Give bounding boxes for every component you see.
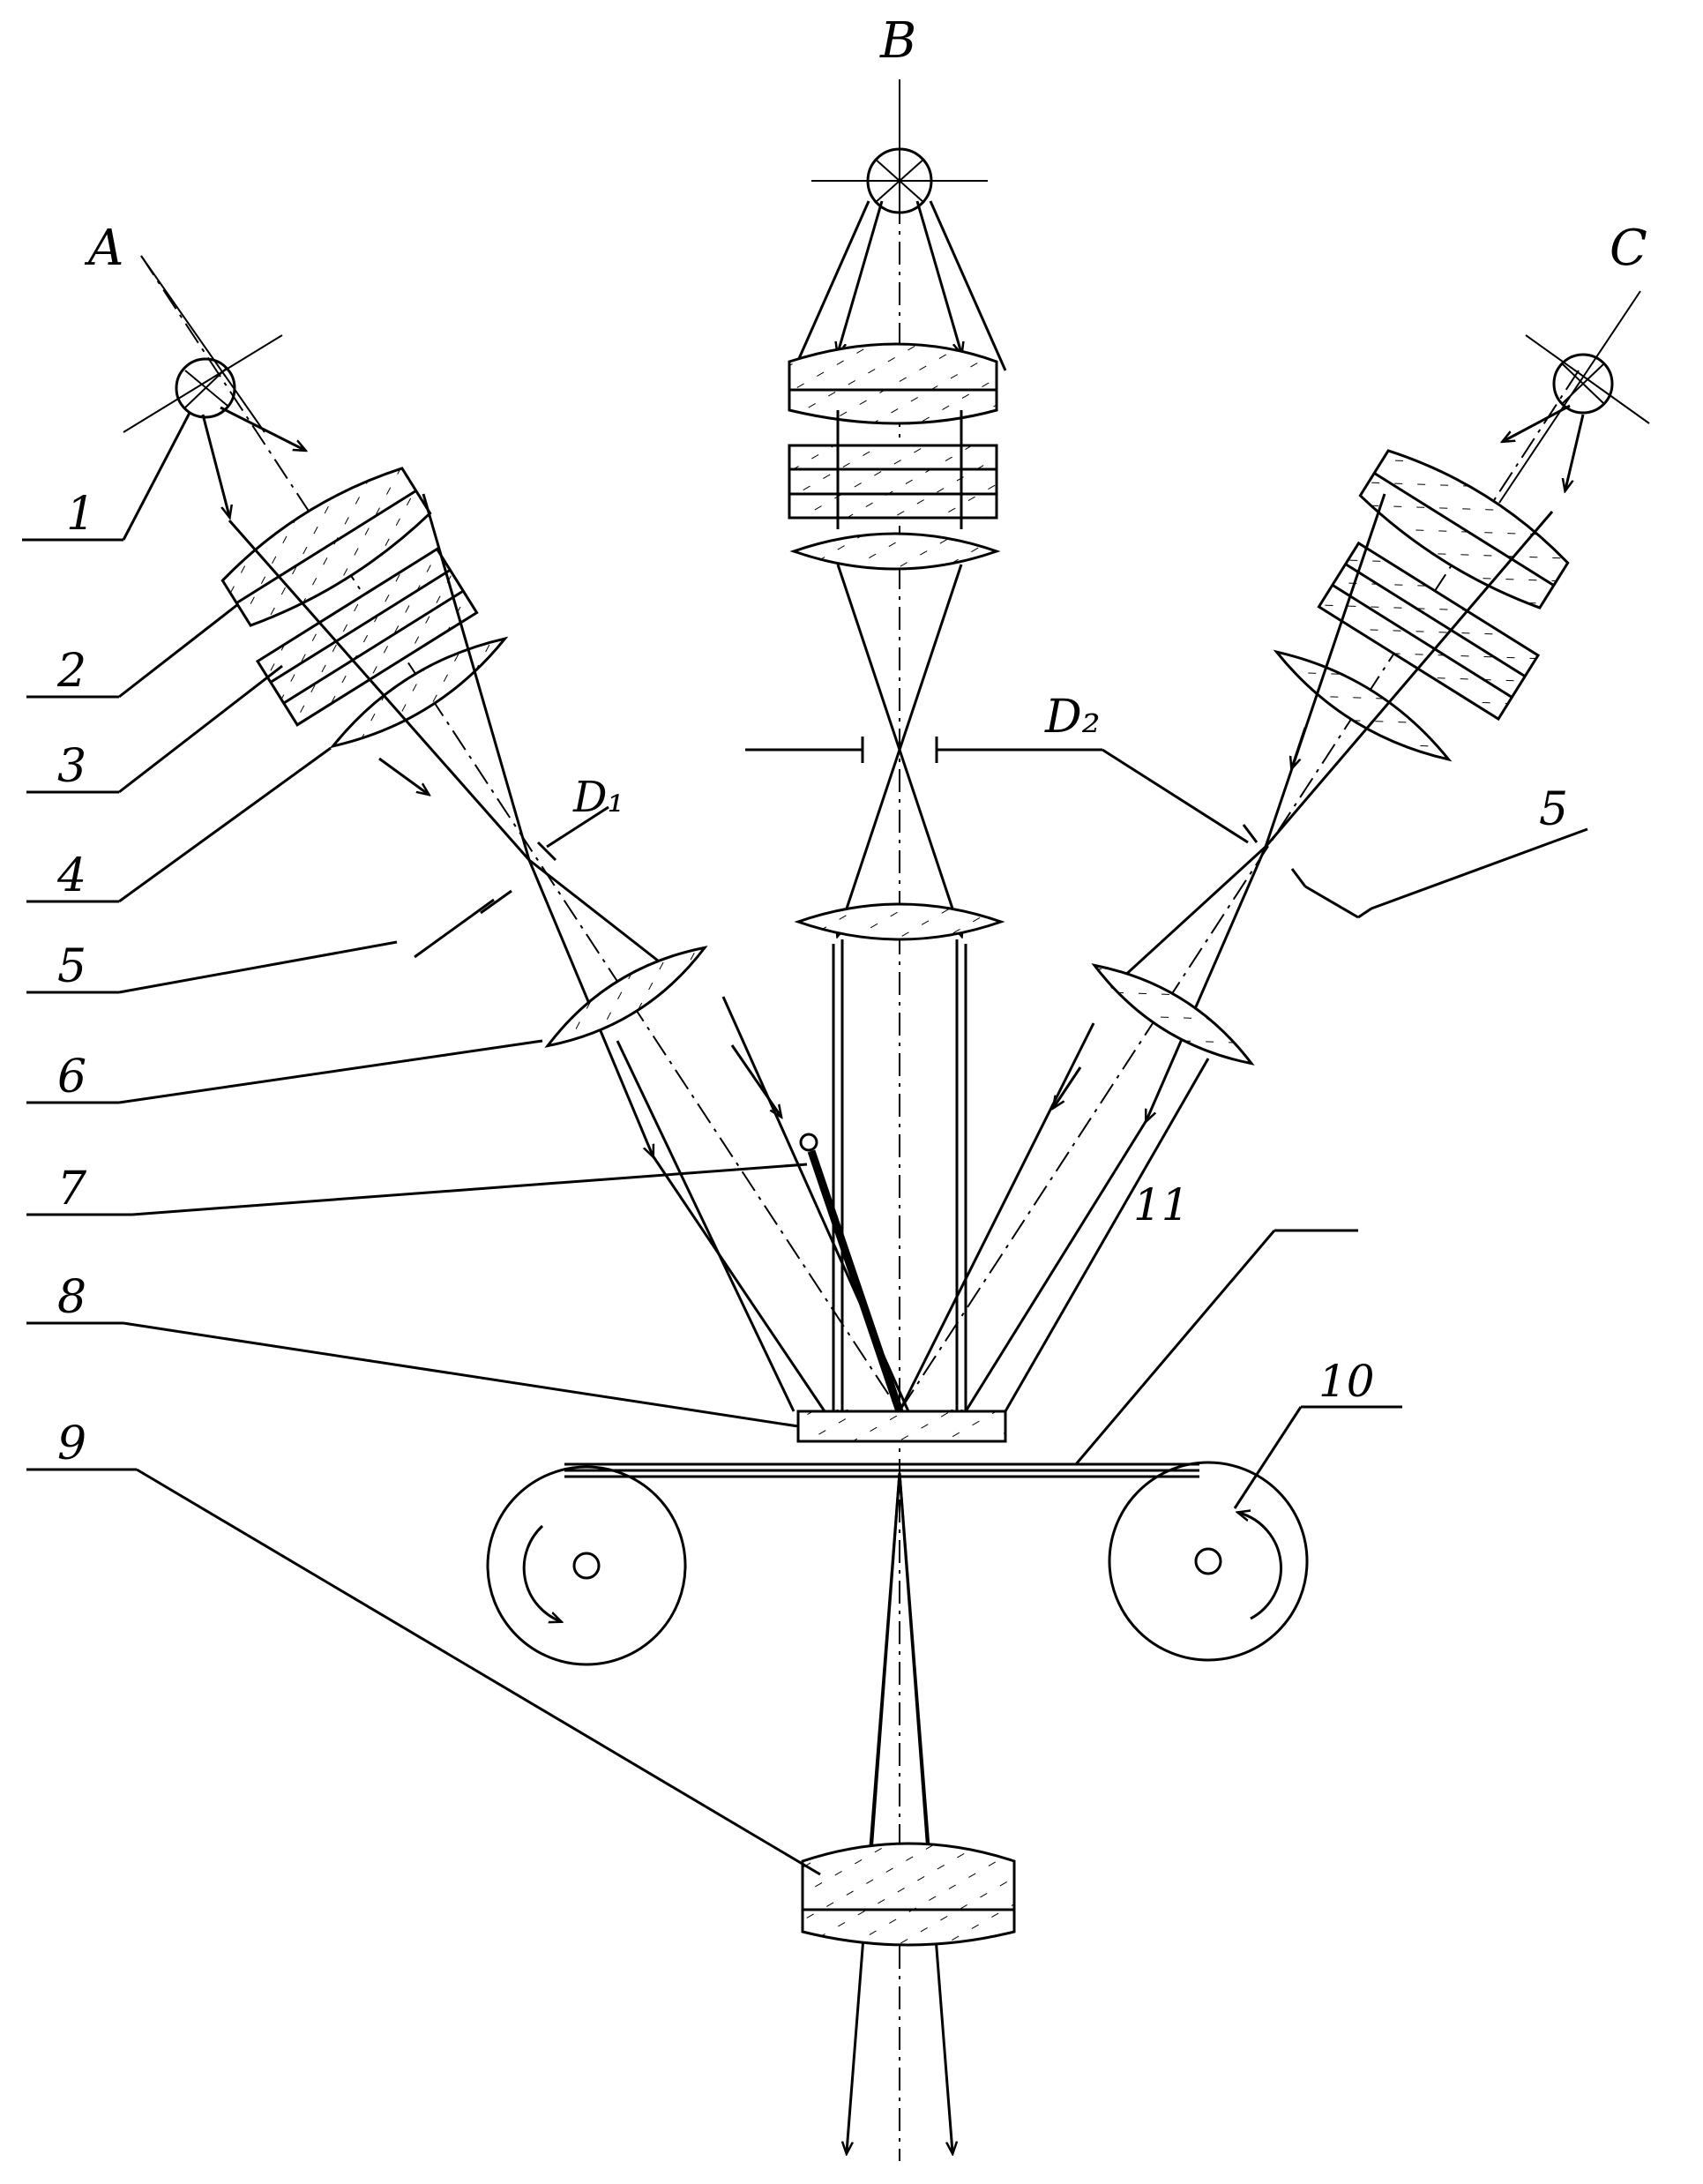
callout-7: 7 [57, 1163, 87, 1215]
callout-8: 8 [57, 1271, 86, 1324]
lamp-c-icon [1499, 291, 1649, 503]
film-element-11 [564, 1464, 1199, 1477]
callout-1: 1 [66, 488, 95, 541]
pointer-element-7 [801, 1134, 900, 1411]
callout-11: 11 [1133, 1179, 1190, 1230]
stop-label-d2: D₂ [1044, 691, 1101, 744]
leader-lines [22, 413, 1402, 1874]
stop-label-d1: D₁ [572, 773, 624, 822]
optical-path-c [900, 291, 1649, 1411]
reel-right [1109, 1462, 1307, 1660]
source-label-b: B [879, 12, 916, 70]
callout-6: 6 [57, 1051, 86, 1103]
callout-4: 4 [56, 849, 86, 902]
relay-lens-a [538, 932, 713, 1060]
filter-stack-b [789, 445, 997, 518]
callout-3: 3 [57, 740, 86, 793]
source-label-a: A [84, 220, 123, 277]
optical-path-a [123, 256, 908, 1411]
lamp-a-icon [123, 256, 282, 432]
plate-element-8 [798, 1411, 1005, 1441]
condenser-b [789, 344, 997, 423]
callout-5-left: 5 [57, 940, 86, 993]
source-label-c: C [1610, 220, 1647, 277]
projection-path [803, 1473, 1014, 2152]
reel-left [488, 1467, 685, 1664]
lamp-b-icon [811, 84, 988, 213]
callout-2: 2 [56, 645, 86, 698]
callout-9: 9 [57, 1417, 86, 1470]
projection-lens-9 [803, 1844, 1014, 1945]
callout-10: 10 [1318, 1356, 1375, 1407]
callout-5-right: 5 [1539, 783, 1568, 836]
